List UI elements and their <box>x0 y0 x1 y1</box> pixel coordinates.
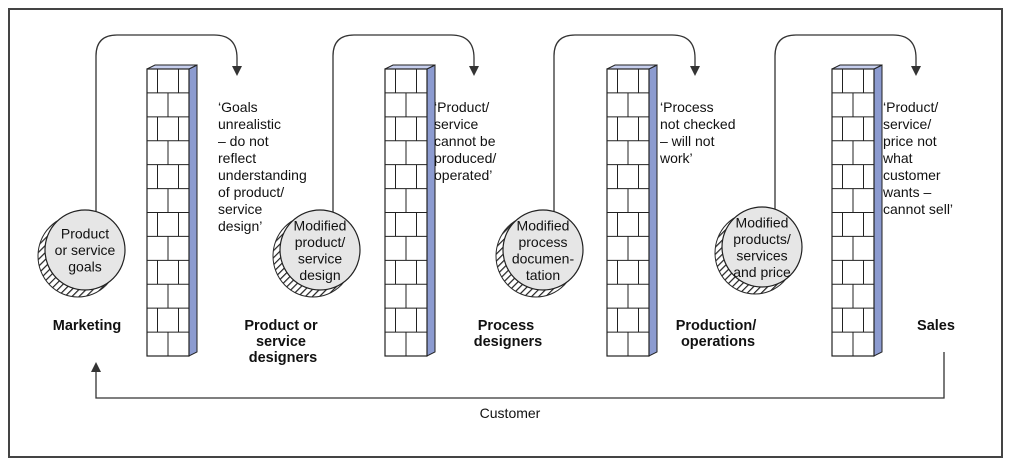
disc-face <box>721 206 803 288</box>
dept-label-process-designers: Process designers <box>474 318 543 350</box>
outer-frame <box>8 8 1003 458</box>
dept-label-product-service-designers: Product or service designers <box>244 318 321 366</box>
customer-feedback-line <box>91 352 945 399</box>
dept-label-marketing: Marketing <box>53 318 122 334</box>
complaint-goals-unrealistic: ‘Goals unrealistic – do not reflect unde… <box>218 99 311 234</box>
disc-face <box>279 209 361 291</box>
disc-face <box>502 209 584 291</box>
complaint-process-not-checked: ‘Process not checked – will not work’ <box>659 99 739 166</box>
disc-face <box>44 209 126 291</box>
wall-designers-process <box>384 64 436 357</box>
handoff-arrow-1 <box>95 34 242 232</box>
handoff-arrow-3 <box>553 34 700 220</box>
handoff-arrow-2 <box>332 34 479 220</box>
complaint-cannot-sell: ‘Product/ service/ price not what custom… <box>882 99 953 217</box>
dept-label-production-operations: Production/ operations <box>676 318 761 350</box>
wall-side-face <box>188 64 198 357</box>
customer-label: Customer <box>480 405 541 421</box>
wall-side-face <box>873 64 883 357</box>
complaint-cannot-be-produced: ‘Product/ service cannot be produced/ op… <box>434 99 500 183</box>
wall-production-sales <box>831 64 883 357</box>
dept-label-sales: Sales <box>917 318 955 334</box>
handoff-arrow-4 <box>774 34 921 220</box>
wall-marketing-designers <box>146 64 198 357</box>
wall-side-face <box>648 64 658 357</box>
wall-process-production <box>606 64 658 357</box>
